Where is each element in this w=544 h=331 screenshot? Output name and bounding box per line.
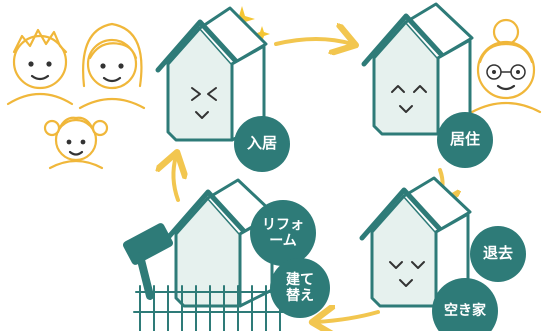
father-figure: [6, 28, 74, 106]
badge-renovation-label: リフォ ーム: [262, 216, 304, 249]
badge-living-label: 居住: [449, 130, 480, 149]
arrow-vacant-to-renovation: [316, 312, 380, 322]
badge-rebuild: 建て 替え: [270, 258, 330, 318]
badge-vacant-house: 空き家: [432, 278, 498, 331]
hammer-icon: [122, 223, 174, 300]
badge-living: 居住: [437, 112, 493, 168]
badge-vacant-house-label: 空き家: [444, 302, 486, 319]
fence-illustration: [133, 285, 285, 331]
badge-rebuild-label: 建て 替え: [286, 271, 314, 304]
child-figure: [43, 116, 109, 170]
badge-move-out-label: 退去: [482, 244, 513, 263]
arrow-renovation-to-move-in: [173, 156, 178, 202]
badge-renovation: リフォ ーム: [250, 200, 316, 266]
elderly-woman-illustration: [470, 18, 542, 114]
arrow-move-in-to-living: [274, 39, 352, 44]
badge-move-out: 退去: [470, 226, 526, 282]
badge-move-in: 入居: [234, 116, 290, 172]
badge-move-in-label: 入居: [246, 134, 277, 153]
family-illustration: [6, 22, 146, 170]
mother-figure: [78, 22, 146, 110]
